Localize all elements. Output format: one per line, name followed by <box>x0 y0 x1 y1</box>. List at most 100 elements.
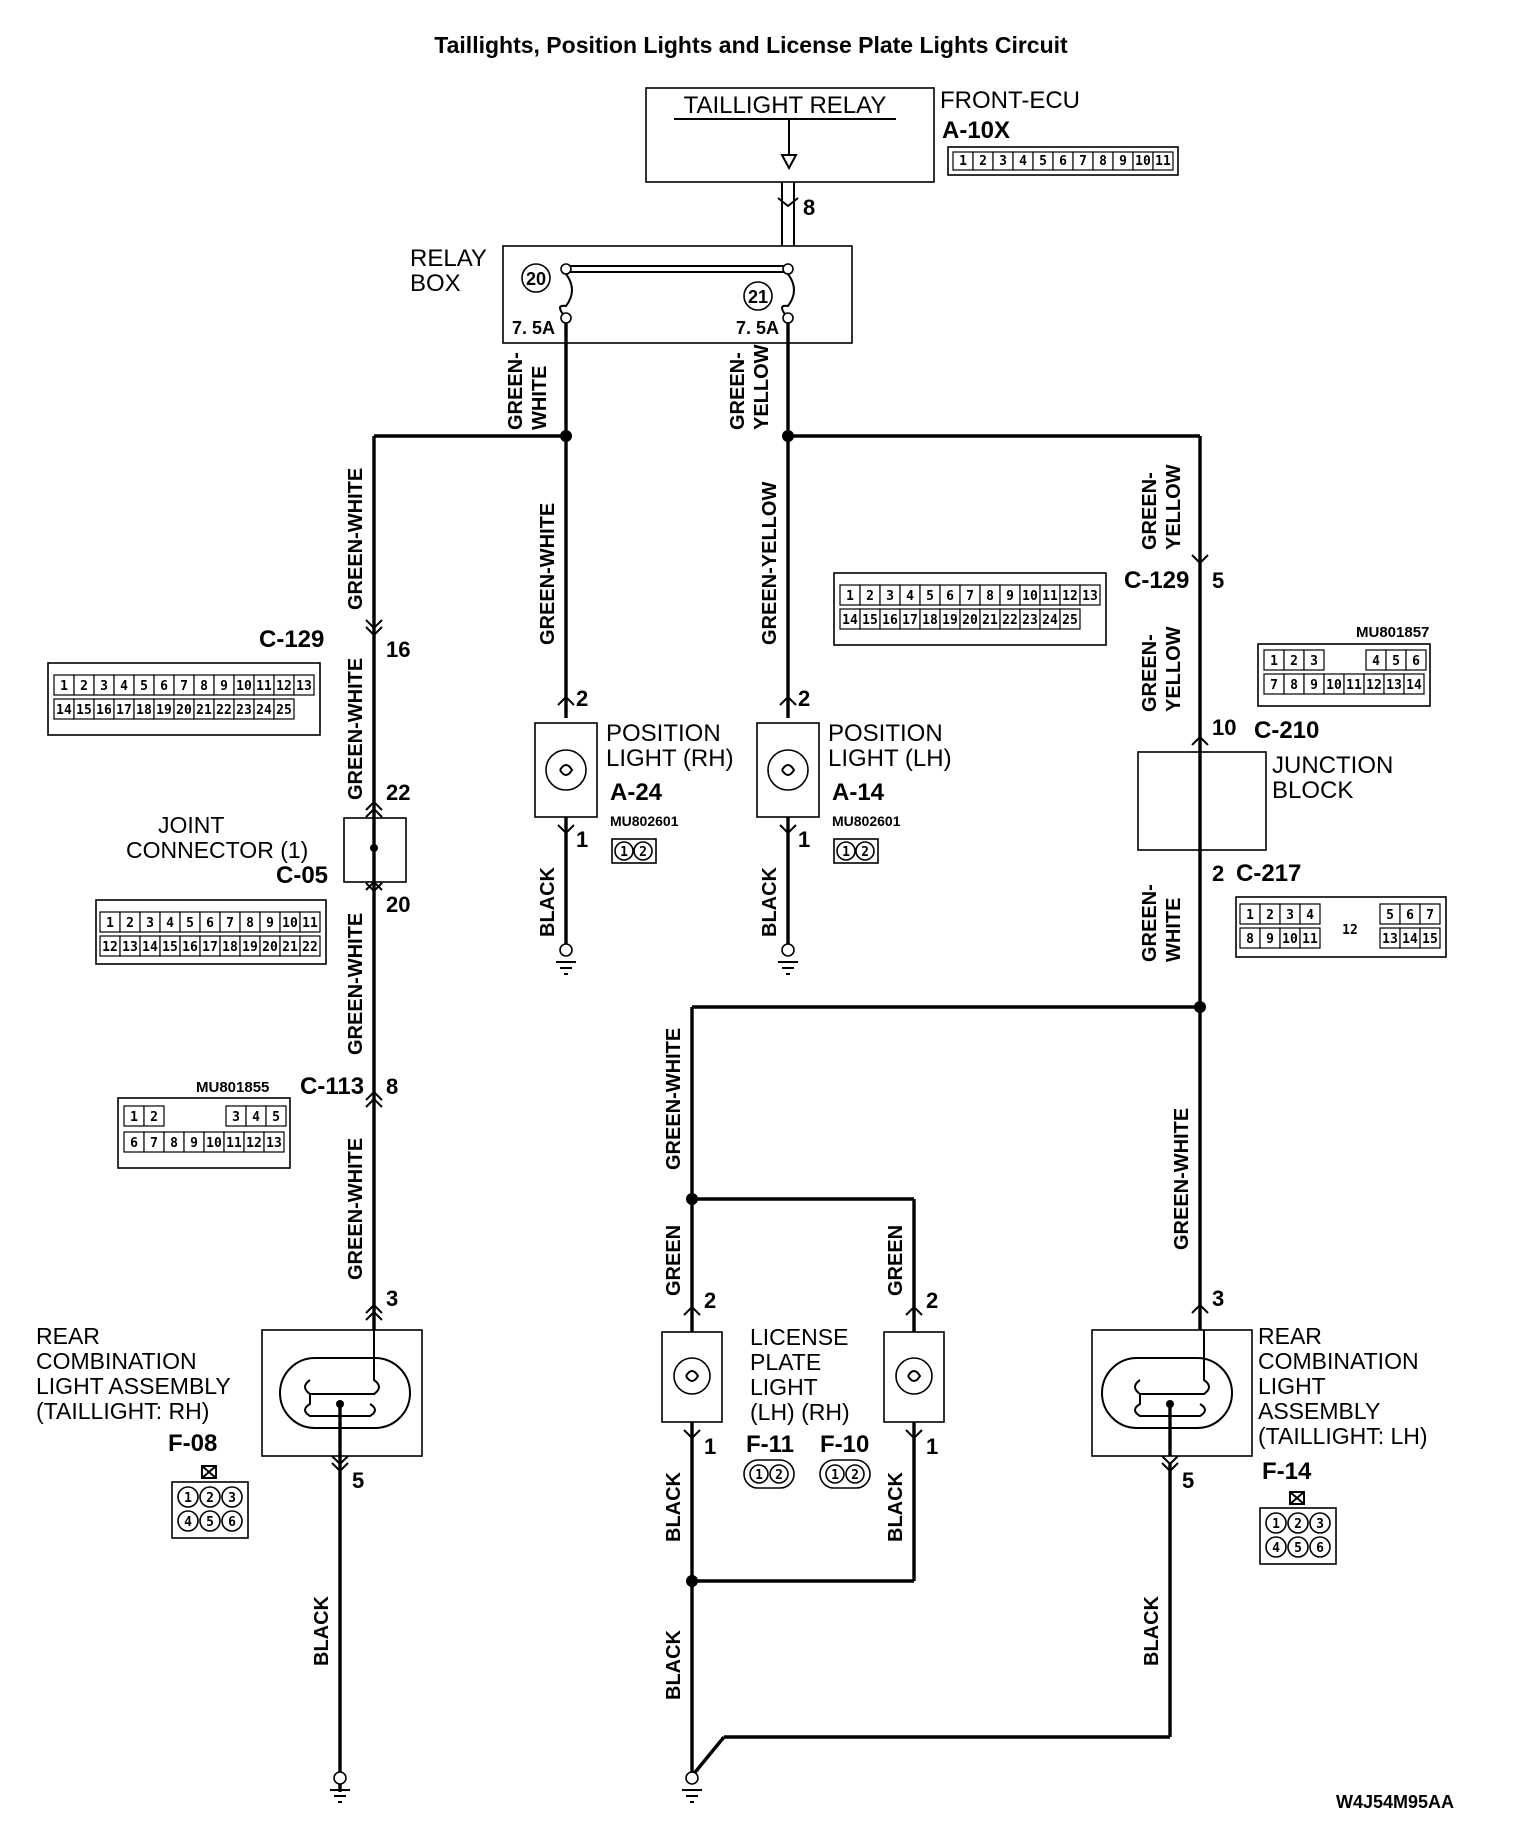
front-ecu-label: FRONT-ECU <box>940 87 1080 114</box>
pin-cell <box>143 1105 165 1127</box>
position-light-lh-label-1: POSITION <box>828 720 943 747</box>
pin-number: 15 <box>162 940 178 955</box>
rear-light-lh-label-5: (TAILLIGHT: LH) <box>1258 1423 1428 1449</box>
pin-number: 12 <box>1366 678 1382 693</box>
svg-text:2: 2 <box>775 1468 783 1483</box>
rear-light-lh-box <box>1091 1329 1253 1457</box>
pin-number: 9 <box>190 1136 198 1151</box>
c210-label: C-210 <box>1254 717 1319 744</box>
fuse-21-icon <box>781 273 795 319</box>
pin-cell <box>1287 1536 1309 1558</box>
pin-number: 16 <box>386 637 410 662</box>
pin-number: 12 <box>276 679 292 694</box>
wire-label: WHITE <box>1163 898 1185 962</box>
pin-cell <box>1309 1512 1331 1534</box>
pin-number: 5 <box>186 916 194 931</box>
pin-number: 3 <box>1310 654 1318 669</box>
pin-number: 3 <box>886 589 894 604</box>
pin-cell <box>1309 1536 1331 1558</box>
pin-number: 18 <box>222 940 238 955</box>
pin-cell <box>299 911 321 933</box>
pin-number: 5 <box>1182 1468 1194 1493</box>
pin-number: 11 <box>1346 678 1362 693</box>
bulb-icon <box>895 1357 933 1395</box>
rear-light-rh-label-1: REAR <box>36 1323 100 1349</box>
svg-text:1: 1 <box>831 1468 839 1483</box>
license-light-label-3: LIGHT <box>750 1374 818 1400</box>
pin-cell <box>1287 1512 1309 1534</box>
pin-arrows <box>331 554 1209 1473</box>
pin-number: 3 <box>1286 908 1294 923</box>
pin-number: 21 <box>196 703 212 718</box>
pin-number: 11 <box>1155 154 1171 169</box>
pin-number: 4 <box>1306 908 1314 923</box>
pin-cell <box>1419 927 1441 949</box>
diagram-id: W4J54M95AA <box>1336 1792 1454 1812</box>
pin-cell <box>1419 903 1441 925</box>
pin-number: 15 <box>862 613 878 628</box>
pin-number: 13 <box>266 1136 282 1151</box>
pin-number: 18 <box>136 703 152 718</box>
pin-number: 4 <box>1272 1541 1280 1556</box>
pin-number: 4 <box>906 589 914 604</box>
pin-number: 17 <box>202 940 218 955</box>
pin-number: 13 <box>1386 678 1402 693</box>
pin-number: 25 <box>276 703 292 718</box>
wire-label: GREEN- <box>1139 472 1161 550</box>
f11-connector-label: F-11 <box>746 1431 794 1458</box>
pin-cell <box>1403 673 1425 695</box>
junction-block <box>1137 751 1267 851</box>
junction-block-label-2: BLOCK <box>1272 777 1353 804</box>
pin-number: 24 <box>1042 613 1058 628</box>
wire-label: GREEN <box>663 1225 685 1296</box>
pin-arrow <box>777 197 799 208</box>
fuse-20-icon <box>559 273 573 319</box>
pin-number: 3 <box>999 154 1007 169</box>
svg-text:2: 2 <box>639 845 647 860</box>
fuse-20-rating: 7. 5A <box>512 318 555 338</box>
pin-number: 9 <box>1006 589 1014 604</box>
pin-number: 11 <box>302 916 318 931</box>
position-light-lh-label-2: LIGHT (LH) <box>828 745 952 772</box>
c129-label-right: C-129 <box>1124 567 1189 594</box>
pin-number: 1 <box>1246 908 1254 923</box>
wire-label: YELLOW <box>1163 626 1185 712</box>
pin-number: 10 <box>1212 715 1236 740</box>
c217-label: C-217 <box>1236 860 1301 887</box>
pin-number: 11 <box>1042 589 1058 604</box>
pin-number: 8 <box>170 1136 178 1151</box>
fuse-21-rating: 7. 5A <box>736 318 779 338</box>
wire-label: BLACK <box>885 1471 907 1542</box>
pin-cell <box>1303 649 1325 671</box>
pin-number: 6 <box>1316 1541 1324 1556</box>
pin-number: 5 <box>1294 1541 1302 1556</box>
pin-number: 3 <box>232 1110 240 1125</box>
pin-number: 19 <box>942 613 958 628</box>
pin-number: 1 <box>106 916 114 931</box>
pin-number: 4 <box>120 679 128 694</box>
ground-icon <box>682 1771 702 1803</box>
pin-number: 16 <box>96 703 112 718</box>
svg-text:1: 1 <box>620 845 628 860</box>
position-light-rh-label-2: LIGHT (RH) <box>606 745 734 772</box>
bulb-icon <box>767 749 809 791</box>
rear-light-rh-label-2: COMBINATION <box>36 1348 197 1374</box>
pin-number: 13 <box>296 679 312 694</box>
ground-icon <box>330 1771 350 1803</box>
pin-number: 14 <box>1406 678 1422 693</box>
pin-number: 2 <box>1266 908 1274 923</box>
svg-text:2: 2 <box>851 1468 859 1483</box>
svg-text:2: 2 <box>861 845 869 860</box>
pin-number: 3 <box>100 679 108 694</box>
a14-part-number: MU802601 <box>832 813 901 829</box>
pin-cell <box>1405 649 1427 671</box>
pin-number: 5 <box>272 1110 280 1125</box>
pin-number: 14 <box>842 613 858 628</box>
bulb-icon <box>545 749 587 791</box>
rear-light-lh-label-1: REAR <box>1258 1323 1322 1349</box>
pin-number: 5 <box>140 679 148 694</box>
